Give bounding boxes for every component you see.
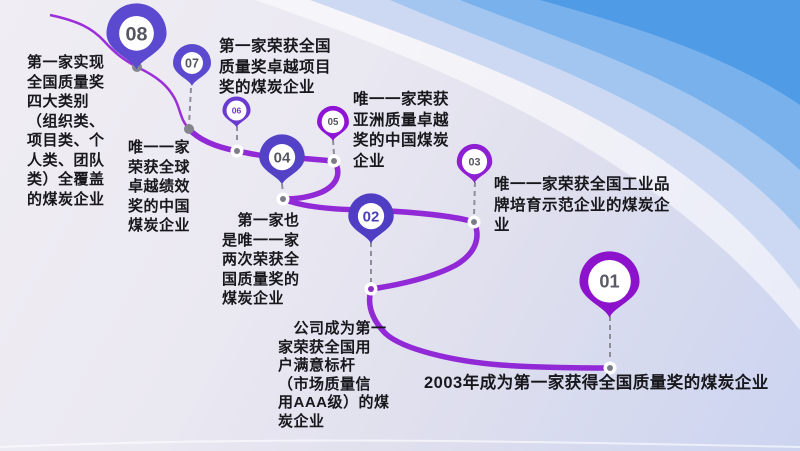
pin-05-disc [321, 110, 345, 134]
pin-08-disc [119, 15, 154, 51]
pin-02-number: 02 [363, 208, 380, 225]
route-dot-05 [327, 154, 341, 168]
route-dot-02 [364, 282, 378, 296]
milestone-pin-04[interactable]: 04 [252, 132, 312, 187]
pin-01-number: 01 [599, 272, 619, 292]
route-dot-03 [467, 215, 481, 229]
pin-08-number: 08 [126, 23, 148, 45]
milestone-text-08: 第一家实现 全国质量奖 四大类别 （组织类、 项目类、个 人类、团队 类）全覆盖… [27, 54, 105, 208]
pin-07-number: 07 [185, 57, 199, 71]
connector-03 [473, 181, 476, 216]
pin-07-disc [181, 52, 203, 74]
bg-band-deep [540, 0, 800, 105]
bg-bottom-streak [0, 439, 800, 448]
milestone-pin-08[interactable]: 08 [97, 0, 176, 73]
milestone-pin-05[interactable]: 05 [312, 104, 354, 143]
connector-lines [188, 87, 611, 361]
milestone-text-02: 公司成为第一 家荣获全国用 户满意标杆 （市场质量信 用AAA级）的煤 炭企业 [278, 320, 390, 430]
route-dots [132, 62, 617, 375]
milestone-pin-03[interactable]: 03 [451, 142, 498, 185]
milestone-text-05: 唯一一家荣获 亚洲质量卓越 奖的中国煤炭 企业 [353, 91, 450, 170]
connector-04 [281, 183, 284, 194]
milestone-pin-02[interactable]: 02 [341, 191, 401, 246]
route-dot-07 [184, 124, 194, 134]
route-dot-01 [603, 361, 617, 375]
pin-03-number: 03 [469, 156, 481, 168]
milestone-text-07: 唯一一家 荣获全球 卓越绩效 奖的中国 煤炭企业 [128, 139, 191, 234]
milestone-pin-07[interactable]: 07 [167, 42, 217, 88]
route-dot-04 [276, 192, 290, 206]
pin-02-disc [357, 202, 385, 230]
milestone-text-01: 2003年成为第一家获得全国质量奖的煤炭企业 [424, 374, 769, 392]
pin-06-number: 06 [232, 105, 242, 115]
pin-04-disc [268, 143, 296, 171]
milestone-pin-01[interactable]: 01 [570, 248, 649, 321]
milestone-text-03: 唯一一家荣获全国工业品 牌培育示范企业的煤炭企 业 [494, 176, 671, 234]
pin-06-disc [226, 100, 247, 121]
milestone-text-06: 第一家荣获全国 质量奖卓越项目 奖的煤炭企业 [219, 38, 332, 96]
route-dot-06 [230, 144, 244, 158]
connector-05 [332, 139, 335, 155]
milestone-pin-06[interactable]: 06 [218, 95, 255, 129]
connector-07 [188, 87, 192, 126]
pin-03-disc [461, 149, 488, 175]
pin-05-number: 05 [328, 117, 339, 128]
pin-01-disc [588, 260, 631, 303]
pin-04-number: 04 [274, 149, 291, 166]
milestone-text-04: 第一家也 是唯一一家 两次荣获全 国质量奖的 煤炭企业 [222, 212, 300, 307]
